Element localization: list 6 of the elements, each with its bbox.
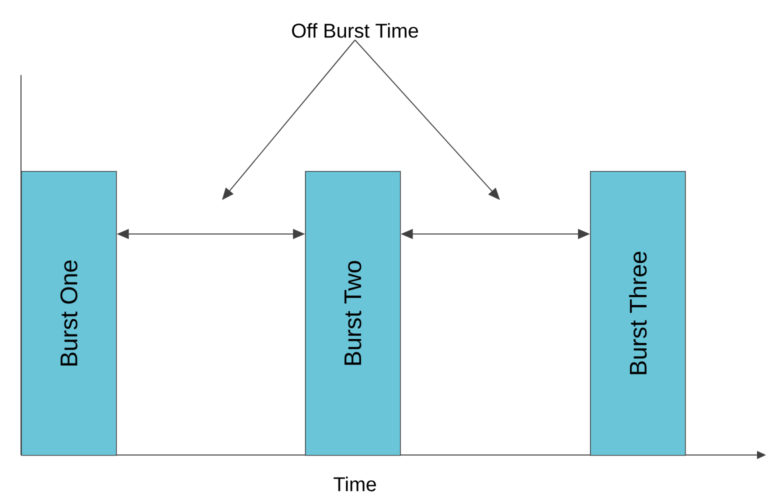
annotation-text: Off Burst Time [292, 23, 418, 38]
axis-label: Time [334, 476, 376, 492]
burst-bar: Burst Two [305, 171, 401, 456]
burst-bar: Burst Three [590, 171, 686, 456]
leader-arrow [354, 40, 500, 200]
burst-bar: Burst One [21, 171, 117, 456]
